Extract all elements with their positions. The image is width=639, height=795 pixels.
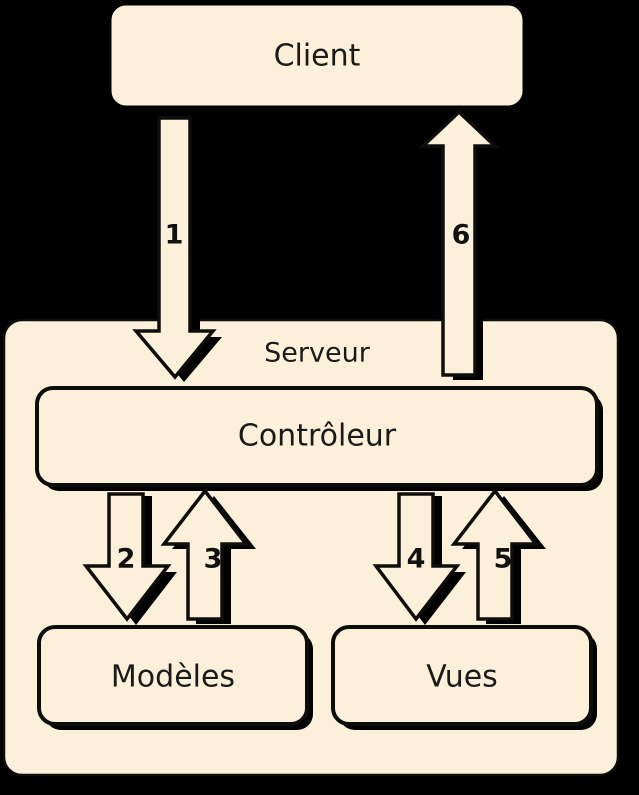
arrow-5-body (450, 488, 540, 621)
arrow-6-body (418, 109, 500, 377)
arrow-5[interactable]: 5 (450, 488, 546, 624)
arrow-6[interactable]: 6 (418, 109, 502, 380)
arrow-6-number: 6 (452, 220, 471, 251)
arrow-4-number: 4 (407, 544, 426, 575)
vues-label: Vues (426, 660, 498, 695)
node-vues[interactable]: Vues (331, 625, 597, 730)
client-label: Client (274, 39, 361, 74)
node-client[interactable]: Client (111, 5, 527, 109)
arrow-3-number: 3 (204, 544, 223, 575)
node-modeles[interactable]: Modèles (37, 625, 313, 730)
modeles-body (37, 625, 309, 726)
arrow-3[interactable]: 3 (160, 488, 256, 624)
arrow-2-body (82, 492, 172, 622)
arrow-4[interactable]: 4 (372, 492, 466, 625)
arrow-3-body (160, 488, 250, 621)
arrow-2[interactable]: 2 (82, 492, 177, 625)
client-body (111, 5, 523, 106)
arrow-5-number: 5 (494, 544, 513, 575)
node-controleur[interactable]: Contrôleur (35, 386, 603, 491)
modeles-label: Modèles (111, 660, 235, 695)
vues-body (331, 625, 593, 726)
arrow-2-number: 2 (117, 544, 136, 575)
controleur-label: Contrôleur (238, 419, 397, 454)
arrow-1-body (132, 116, 217, 380)
controleur-body (35, 386, 599, 487)
serveur-label: Serveur (264, 338, 371, 369)
arrow-1-number: 1 (165, 220, 184, 251)
arrow-4-body (372, 492, 461, 622)
arrow-1[interactable]: 1 (132, 116, 222, 382)
